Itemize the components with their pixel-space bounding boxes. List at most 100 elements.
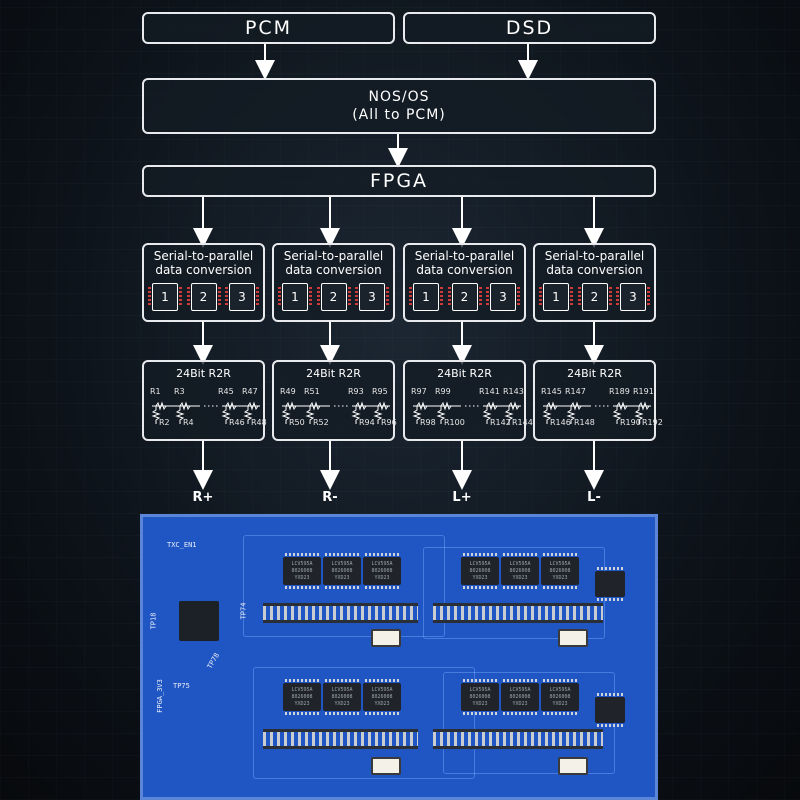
r2r-ladder-box: 24Bit R2R R145 R147 R189 R191 R146 R148 … [533,360,663,441]
resistor-label: R144 [512,418,533,427]
nos-os-box: NOS/OS (All to PCM) [142,78,656,134]
r2r-ladder-schematic [281,401,390,424]
pcb-shift-register-chip: LCV595A 8026008 YXD23 [283,679,321,715]
pcb-label-fpga3v3: FPGA_3V3 [155,679,164,713]
connector [371,629,401,647]
opamp-chip [595,693,625,727]
resistor-label: R47 [242,387,258,396]
connector [371,757,401,775]
resistor-label: R4 [183,418,194,427]
shift-register-chip-3: 3 [486,283,520,311]
serial-to-parallel-title: Serial-to-parallel data conversion [144,249,263,277]
sp-line1: Serial-to-parallel [544,249,645,263]
resistor-label: R141 [479,387,500,396]
resistor-array [263,729,418,749]
shift-register-chip-1: 1 [409,283,443,311]
pcb-shift-register-chip: LCV595A 8026008 YXD23 [541,553,579,589]
resistor-label: R100 [444,418,465,427]
chip-row: 1 2 3 [278,283,389,311]
serial-to-parallel-title: Serial-to-parallel data conversion [274,249,393,277]
shift-register-chip-1: 1 [278,283,312,311]
pcb-label-tp74: TP74 [239,602,248,620]
resistor-array [433,603,603,623]
chip-row: 1 2 3 [409,283,520,311]
sp-line2: data conversion [155,263,252,277]
sp-line1: Serial-to-parallel [153,249,254,263]
chip-row: 1 2 3 [539,283,650,311]
pcb-label-tp18: TP18 [149,612,158,630]
serial-to-parallel-box: Serial-to-parallel data conversion 1 2 3 [533,243,656,322]
resistor-label: R147 [565,387,586,396]
resistor-array [263,603,418,623]
r2r-ladder-schematic [151,401,260,424]
resistor-label: R148 [574,418,595,427]
resistor-label: R51 [304,387,320,396]
dac-pcb-photo: TXC_EN1 TP18 TP74 TP75 TP78 FPGA_3V3 LCV… [140,514,658,800]
resistor-label: R1 [150,387,161,396]
chip-row: 1 2 3 [148,283,259,311]
r2r-title: 24Bit R2R [437,367,492,380]
pcm-label: PCM [244,17,293,39]
shift-register-chip-2: 2 [186,283,221,311]
nos-os-title: NOS/OS [368,89,430,105]
shift-register-chip-2: 2 [447,283,482,311]
fpga-chip [179,601,219,641]
dsd-label: DSD [505,17,554,39]
serial-to-parallel-box: Serial-to-parallel data conversion 1 2 3 [142,243,265,322]
resistor-label: R95 [372,387,388,396]
resistor-label: R50 [289,418,305,427]
pcb-shift-register-chip: LCV595A 8026008 YXD23 [501,553,539,589]
sp-line2: data conversion [285,263,382,277]
pcm-input-box: PCM [142,12,395,44]
r2r-title: 24Bit R2R [567,367,622,380]
serial-to-parallel-box: Serial-to-parallel data conversion 1 2 3 [403,243,526,322]
fpga-box: FPGA [142,165,656,197]
resistor-label: R143 [503,387,524,396]
r2r-ladder-box: 24Bit R2R R1 R3 R45 R47 R2 R4 R46 R48 [142,360,267,441]
pcb-shift-register-chip: LCV595A 8026008 YXD23 [461,679,499,715]
sp-line2: data conversion [416,263,513,277]
r2r-ladder-schematic [412,401,521,424]
shift-register-chip-3: 3 [616,283,650,311]
resistor-label: R190 [620,418,641,427]
shift-register-chip-2: 2 [577,283,612,311]
fpga-label: FPGA [369,170,429,192]
r2r-ladder-box: 24Bit R2R R97 R99 R141 R143 R98 R100 R14… [403,360,533,441]
pcb-shift-register-chip: LCV595A 8026008 YXD23 [363,553,401,589]
resistor-label: R45 [218,387,234,396]
resistor-label: R99 [435,387,451,396]
opamp-chip [595,567,625,601]
r2r-ladder-schematic [542,401,651,424]
nos-os-subtitle: (All to PCM) [352,107,446,123]
sp-line1: Serial-to-parallel [414,249,515,263]
shift-register-chip-2: 2 [316,283,351,311]
pcb-shift-register-chip: LCV595A 8026008 YXD23 [283,553,321,589]
shift-register-chip-1: 1 [148,283,182,311]
pcb-shift-register-chip: LCV595A 8026008 YXD23 [461,553,499,589]
pcb-shift-register-chip: LCV595A 8026008 YXD23 [323,553,361,589]
pcb-label-tp75: TP75 [173,682,190,690]
resistor-label: R46 [229,418,245,427]
resistor-label: R96 [381,418,397,427]
sp-line2: data conversion [546,263,643,277]
resistor-label: R94 [359,418,375,427]
resistor-label: R97 [411,387,427,396]
resistor-label: R192 [642,418,663,427]
serial-to-parallel-title: Serial-to-parallel data conversion [535,249,654,277]
shift-register-chip-3: 3 [225,283,259,311]
sp-line1: Serial-to-parallel [283,249,384,263]
shift-register-chip-3: 3 [355,283,389,311]
dsd-input-box: DSD [403,12,656,44]
connector [558,629,588,647]
pcb-shift-register-chip: LCV595A 8026008 YXD23 [323,679,361,715]
resistor-label: R191 [633,387,654,396]
resistor-label: R52 [313,418,329,427]
resistor-array [433,729,603,749]
resistor-label: R48 [251,418,267,427]
connector [558,757,588,775]
serial-to-parallel-box: Serial-to-parallel data conversion 1 2 3 [272,243,395,322]
pcb-shift-register-chip: LCV595A 8026008 YXD23 [363,679,401,715]
serial-to-parallel-title: Serial-to-parallel data conversion [405,249,524,277]
resistor-label: R142 [490,418,511,427]
